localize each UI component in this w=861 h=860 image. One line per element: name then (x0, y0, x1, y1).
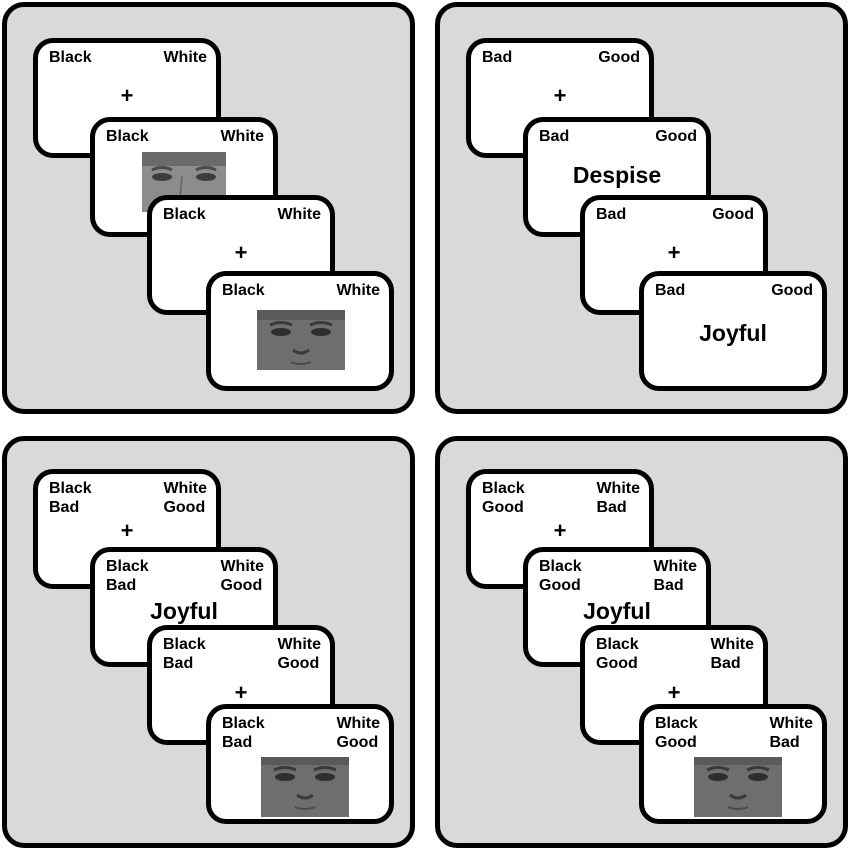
left-category-label: Black Bad (106, 558, 149, 594)
fixation-cross: + (553, 83, 567, 108)
right-category-label: White (336, 282, 380, 299)
face-stimulus-image (257, 310, 345, 370)
left-category-label: Bad (539, 128, 570, 145)
left-category-label: Bad (482, 49, 513, 66)
panel-combined-congruent: Black Bad White Good + Black Bad White G… (2, 436, 415, 848)
right-category-label: Good (655, 128, 697, 145)
word-stimulus: Joyful (699, 320, 767, 346)
right-category-label: White Good (163, 480, 207, 516)
fixation-cross: + (553, 518, 567, 543)
fixation-cross: + (667, 240, 681, 265)
left-category-label: Black Bad (222, 715, 265, 751)
fixation-cross: + (234, 680, 248, 705)
left-category-label: Black Good (539, 558, 582, 594)
trial-card-word: Bad Good Joyful (639, 271, 827, 391)
right-category-label: White Bad (710, 636, 754, 672)
left-category-label: Black (222, 282, 265, 299)
right-category-label: Good (771, 282, 813, 299)
left-category-label: Black (106, 128, 149, 145)
panel-race-categorization: Black White + Black White Black White + … (2, 2, 415, 414)
right-category-label: White Good (277, 636, 321, 672)
trial-card-face: Black White (206, 271, 394, 391)
left-category-label: Black Good (596, 636, 639, 672)
word-stimulus: Joyful (583, 598, 651, 624)
fixation-cross: + (120, 83, 134, 108)
right-category-label: White Bad (769, 715, 813, 751)
right-category-label: White Good (220, 558, 264, 594)
left-category-label: Black Good (482, 480, 525, 516)
trial-card-face: Black Good White Bad (639, 704, 827, 824)
right-category-label: White (220, 128, 264, 145)
left-category-label: Bad (655, 282, 686, 299)
right-category-label: White Bad (653, 558, 697, 594)
left-category-label: Black (163, 206, 206, 223)
right-category-label: Good (598, 49, 640, 66)
right-category-label: White Bad (596, 480, 640, 516)
left-category-label: Bad (596, 206, 627, 223)
right-category-label: White Good (336, 715, 380, 751)
word-stimulus: Joyful (150, 598, 218, 624)
left-category-label: Black Good (655, 715, 698, 751)
panel-combined-incongruent: Black Good White Bad + Black Good White … (435, 436, 848, 848)
right-category-label: White (163, 49, 207, 66)
face-stimulus-image (261, 757, 349, 817)
fixation-cross: + (120, 518, 134, 543)
fixation-cross: + (667, 680, 681, 705)
right-category-label: Good (712, 206, 754, 223)
fixation-cross: + (234, 240, 248, 265)
left-category-label: Black Bad (49, 480, 92, 516)
right-category-label: White (277, 206, 321, 223)
face-stimulus-image (694, 757, 782, 817)
word-stimulus: Despise (572, 162, 662, 188)
trial-card-face: Black Bad White Good (206, 704, 394, 824)
left-category-label: Black Bad (163, 636, 206, 672)
panel-word-valence: Bad Good + Bad Good Despise Bad Good + B… (435, 2, 848, 414)
left-category-label: Black (49, 49, 92, 66)
